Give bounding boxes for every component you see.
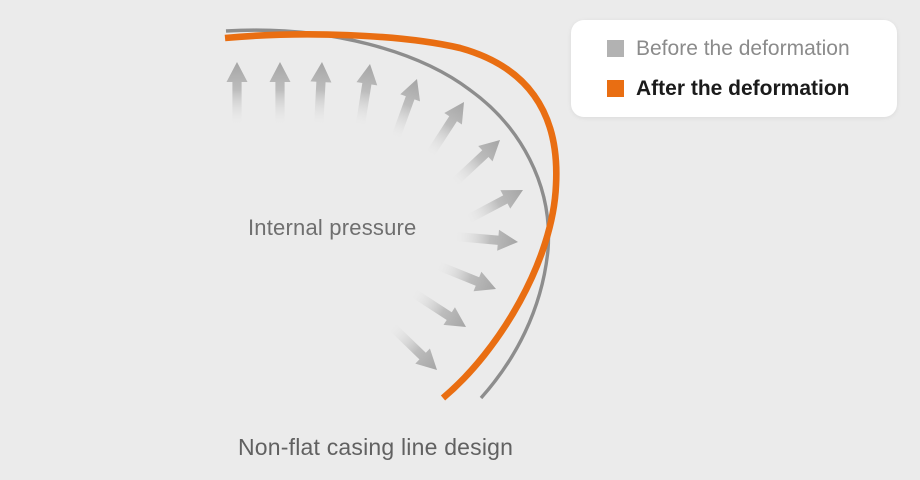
legend-item-after: After the deformation <box>607 77 897 101</box>
diagram-caption: Non-flat casing line design <box>238 434 514 460</box>
legend-label-before: Before the deformation <box>636 36 850 60</box>
pressure-arrow <box>436 261 496 292</box>
pressure-arrow <box>310 62 332 125</box>
before-deformation-curve <box>225 28 551 400</box>
pressure-arrow <box>226 62 248 124</box>
pressure-arrow <box>389 323 437 370</box>
pressure-arrow <box>411 289 466 327</box>
internal-pressure-label: Internal pressure <box>248 215 417 240</box>
internal-pressure-arrows <box>226 62 523 370</box>
pressure-arrow <box>355 64 378 126</box>
legend-swatch-after <box>607 80 624 97</box>
legend-swatch-before <box>607 40 624 57</box>
legend: Before the deformation After the deforma… <box>571 20 897 117</box>
pressure-arrow <box>391 79 421 139</box>
pressure-arrow <box>451 140 500 186</box>
after-deformation-curve <box>224 31 560 401</box>
legend-item-before: Before the deformation <box>607 37 897 61</box>
pressure-arrow <box>466 190 523 224</box>
pressure-arrow <box>426 102 464 157</box>
pressure-arrow <box>269 62 291 124</box>
pressure-arrow <box>455 229 518 251</box>
legend-label-after: After the deformation <box>636 76 850 100</box>
